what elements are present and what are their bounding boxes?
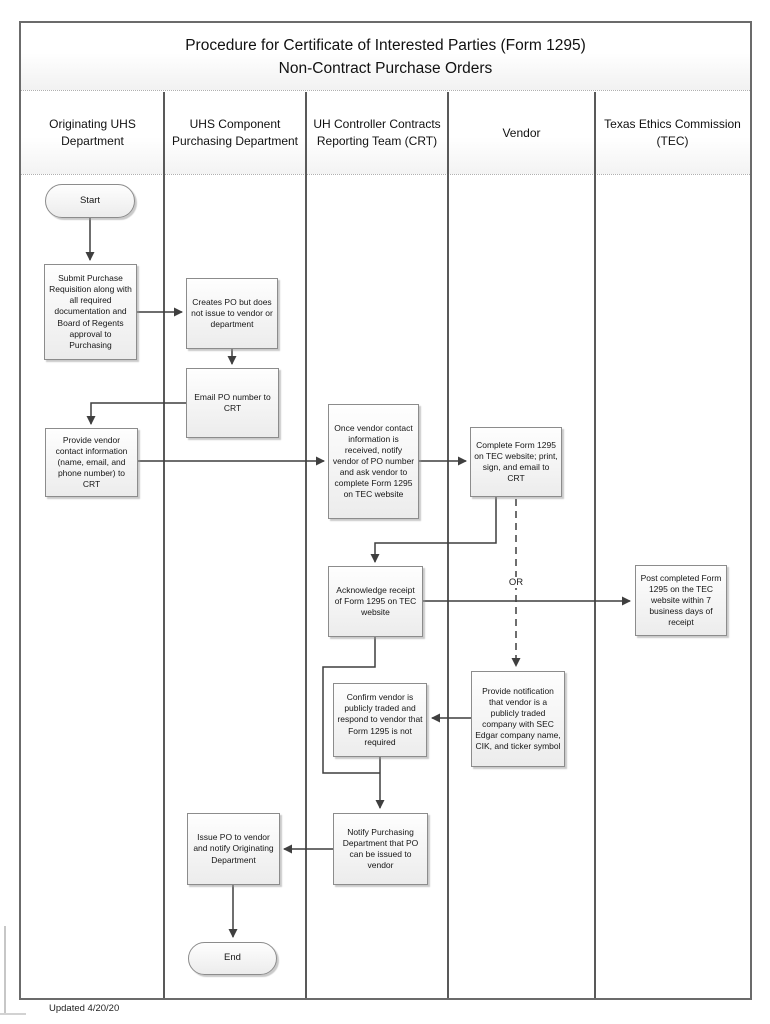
node-email-po: Email PO number to CRT <box>186 368 279 438</box>
lane-divider-3 <box>447 92 449 998</box>
node-end: End <box>188 942 277 975</box>
node-notify-purchasing: Notify Purchasing Department that PO can… <box>333 813 428 885</box>
node-provide-notification: Provide notification that vendor is a pu… <box>471 671 565 767</box>
lane-divider-1 <box>163 92 165 998</box>
lane-header-row: Originating UHS Department UHS Component… <box>21 92 750 175</box>
chart-title-line2: Non-Contract Purchase Orders <box>278 59 493 77</box>
scan-artifact-horizontal <box>0 1013 26 1015</box>
node-confirm-vendor: Confirm vendor is publicly traded and re… <box>333 683 427 757</box>
lane-header-originating-uhs-department: Originating UHS Department <box>21 92 164 175</box>
lane-header-uhs-component-purchasing: UHS Component Purchasing Department <box>164 92 306 175</box>
lane-divider-4 <box>594 92 596 998</box>
node-once-vendor-contact: Once vendor contact information is recei… <box>328 404 419 519</box>
node-post-completed: Post completed Form 1295 on the TEC webs… <box>635 565 727 636</box>
updated-date-note: Updated 4/20/20 <box>49 1003 120 1014</box>
lane-header-uh-controller-crt: UH Controller Contracts Reporting Team (… <box>306 92 448 175</box>
node-provide-contact: Provide vendor contact information (name… <box>45 428 138 497</box>
node-creates-po: Creates PO but does not issue to vendor … <box>186 278 278 349</box>
lane-header-texas-ethics-commission: Texas Ethics Commission (TEC) <box>595 92 750 175</box>
node-start: Start <box>45 184 135 218</box>
node-acknowledge-receipt: Acknowledge receipt of Form 1295 on TEC … <box>328 566 423 637</box>
chart-title: Procedure for Certificate of Interested … <box>21 23 750 91</box>
node-issue-po: Issue PO to vendor and notify Originatin… <box>187 813 280 885</box>
chart-title-line1: Procedure for Certificate of Interested … <box>185 36 586 54</box>
scan-artifact-vertical <box>4 926 6 1014</box>
node-complete-form: Complete Form 1295 on TEC website; print… <box>470 427 562 497</box>
node-submit-requisition: Submit Purchase Requisition along with a… <box>44 264 137 360</box>
lane-header-vendor: Vendor <box>448 92 595 175</box>
or-connector-label: OR <box>503 577 529 588</box>
lane-divider-2 <box>305 92 307 998</box>
